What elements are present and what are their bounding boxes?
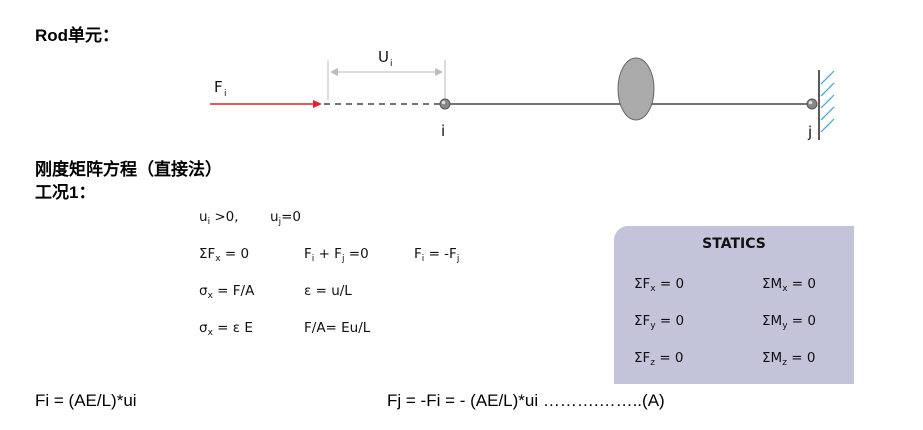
case-heading: 工况1：	[35, 183, 96, 202]
eq-stress-force: σx = F/A	[199, 283, 255, 301]
displacement-label-sub: i	[390, 59, 393, 69]
eq-force-area: F/A= Eu/L	[304, 320, 371, 336]
force-label-sub: i	[224, 89, 227, 99]
statics-sum-mx: ΣMx = 0	[762, 276, 816, 294]
dimension-arrow-left	[330, 68, 338, 76]
eq-strain: ε = u/L	[304, 283, 352, 299]
eq-ui-positive: ui >0,	[199, 209, 239, 227]
result-fj: Fj = -Fi = - (AE/L)*ui ……….……..(A)	[387, 391, 665, 410]
statics-sum-fz: ΣFz = 0	[634, 350, 684, 368]
result-fi: Fi = (AE/L)*ui	[35, 391, 137, 410]
statics-sum-fy: ΣFy = 0	[634, 313, 685, 331]
stiffness-method-heading: 刚度矩阵方程（直接法）	[35, 160, 222, 179]
force-arrow-head	[313, 100, 322, 108]
statics-box: STATICS ΣFx = 0 ΣMx = 0 ΣFy = 0 ΣMy = 0 …	[614, 226, 854, 384]
node-j-highlight	[808, 100, 813, 105]
node-j-label: j	[807, 123, 812, 141]
statics-sum-mz: ΣMz = 0	[762, 350, 816, 368]
displacement-label: U	[378, 48, 389, 66]
rod-diagram: F i U i i j	[210, 48, 835, 141]
node-i-label: i	[441, 122, 445, 140]
eq-fi-plus-fj: Fi + Fj =0	[304, 246, 369, 264]
eq-fi-minus-fj: Fi = -Fj	[414, 246, 460, 264]
wall-hatching	[820, 70, 835, 133]
statics-sum-my: ΣMy = 0	[762, 313, 816, 331]
eq-stress-strain: σx = ε E	[199, 320, 253, 338]
force-label: F	[214, 78, 223, 96]
eq-uj-zero: uj=0	[270, 209, 301, 227]
statics-title: STATICS	[702, 236, 766, 252]
cross-section-ellipse	[617, 57, 655, 121]
statics-sum-fx: ΣFx = 0	[634, 276, 685, 294]
node-j	[806, 98, 818, 110]
dimension-arrow-right	[435, 68, 443, 76]
eq-sum-fx: ΣFx = 0	[199, 246, 250, 264]
rod-element-heading: Rod单元：	[35, 26, 120, 45]
node-i	[439, 98, 451, 110]
node-i-highlight	[441, 100, 446, 105]
